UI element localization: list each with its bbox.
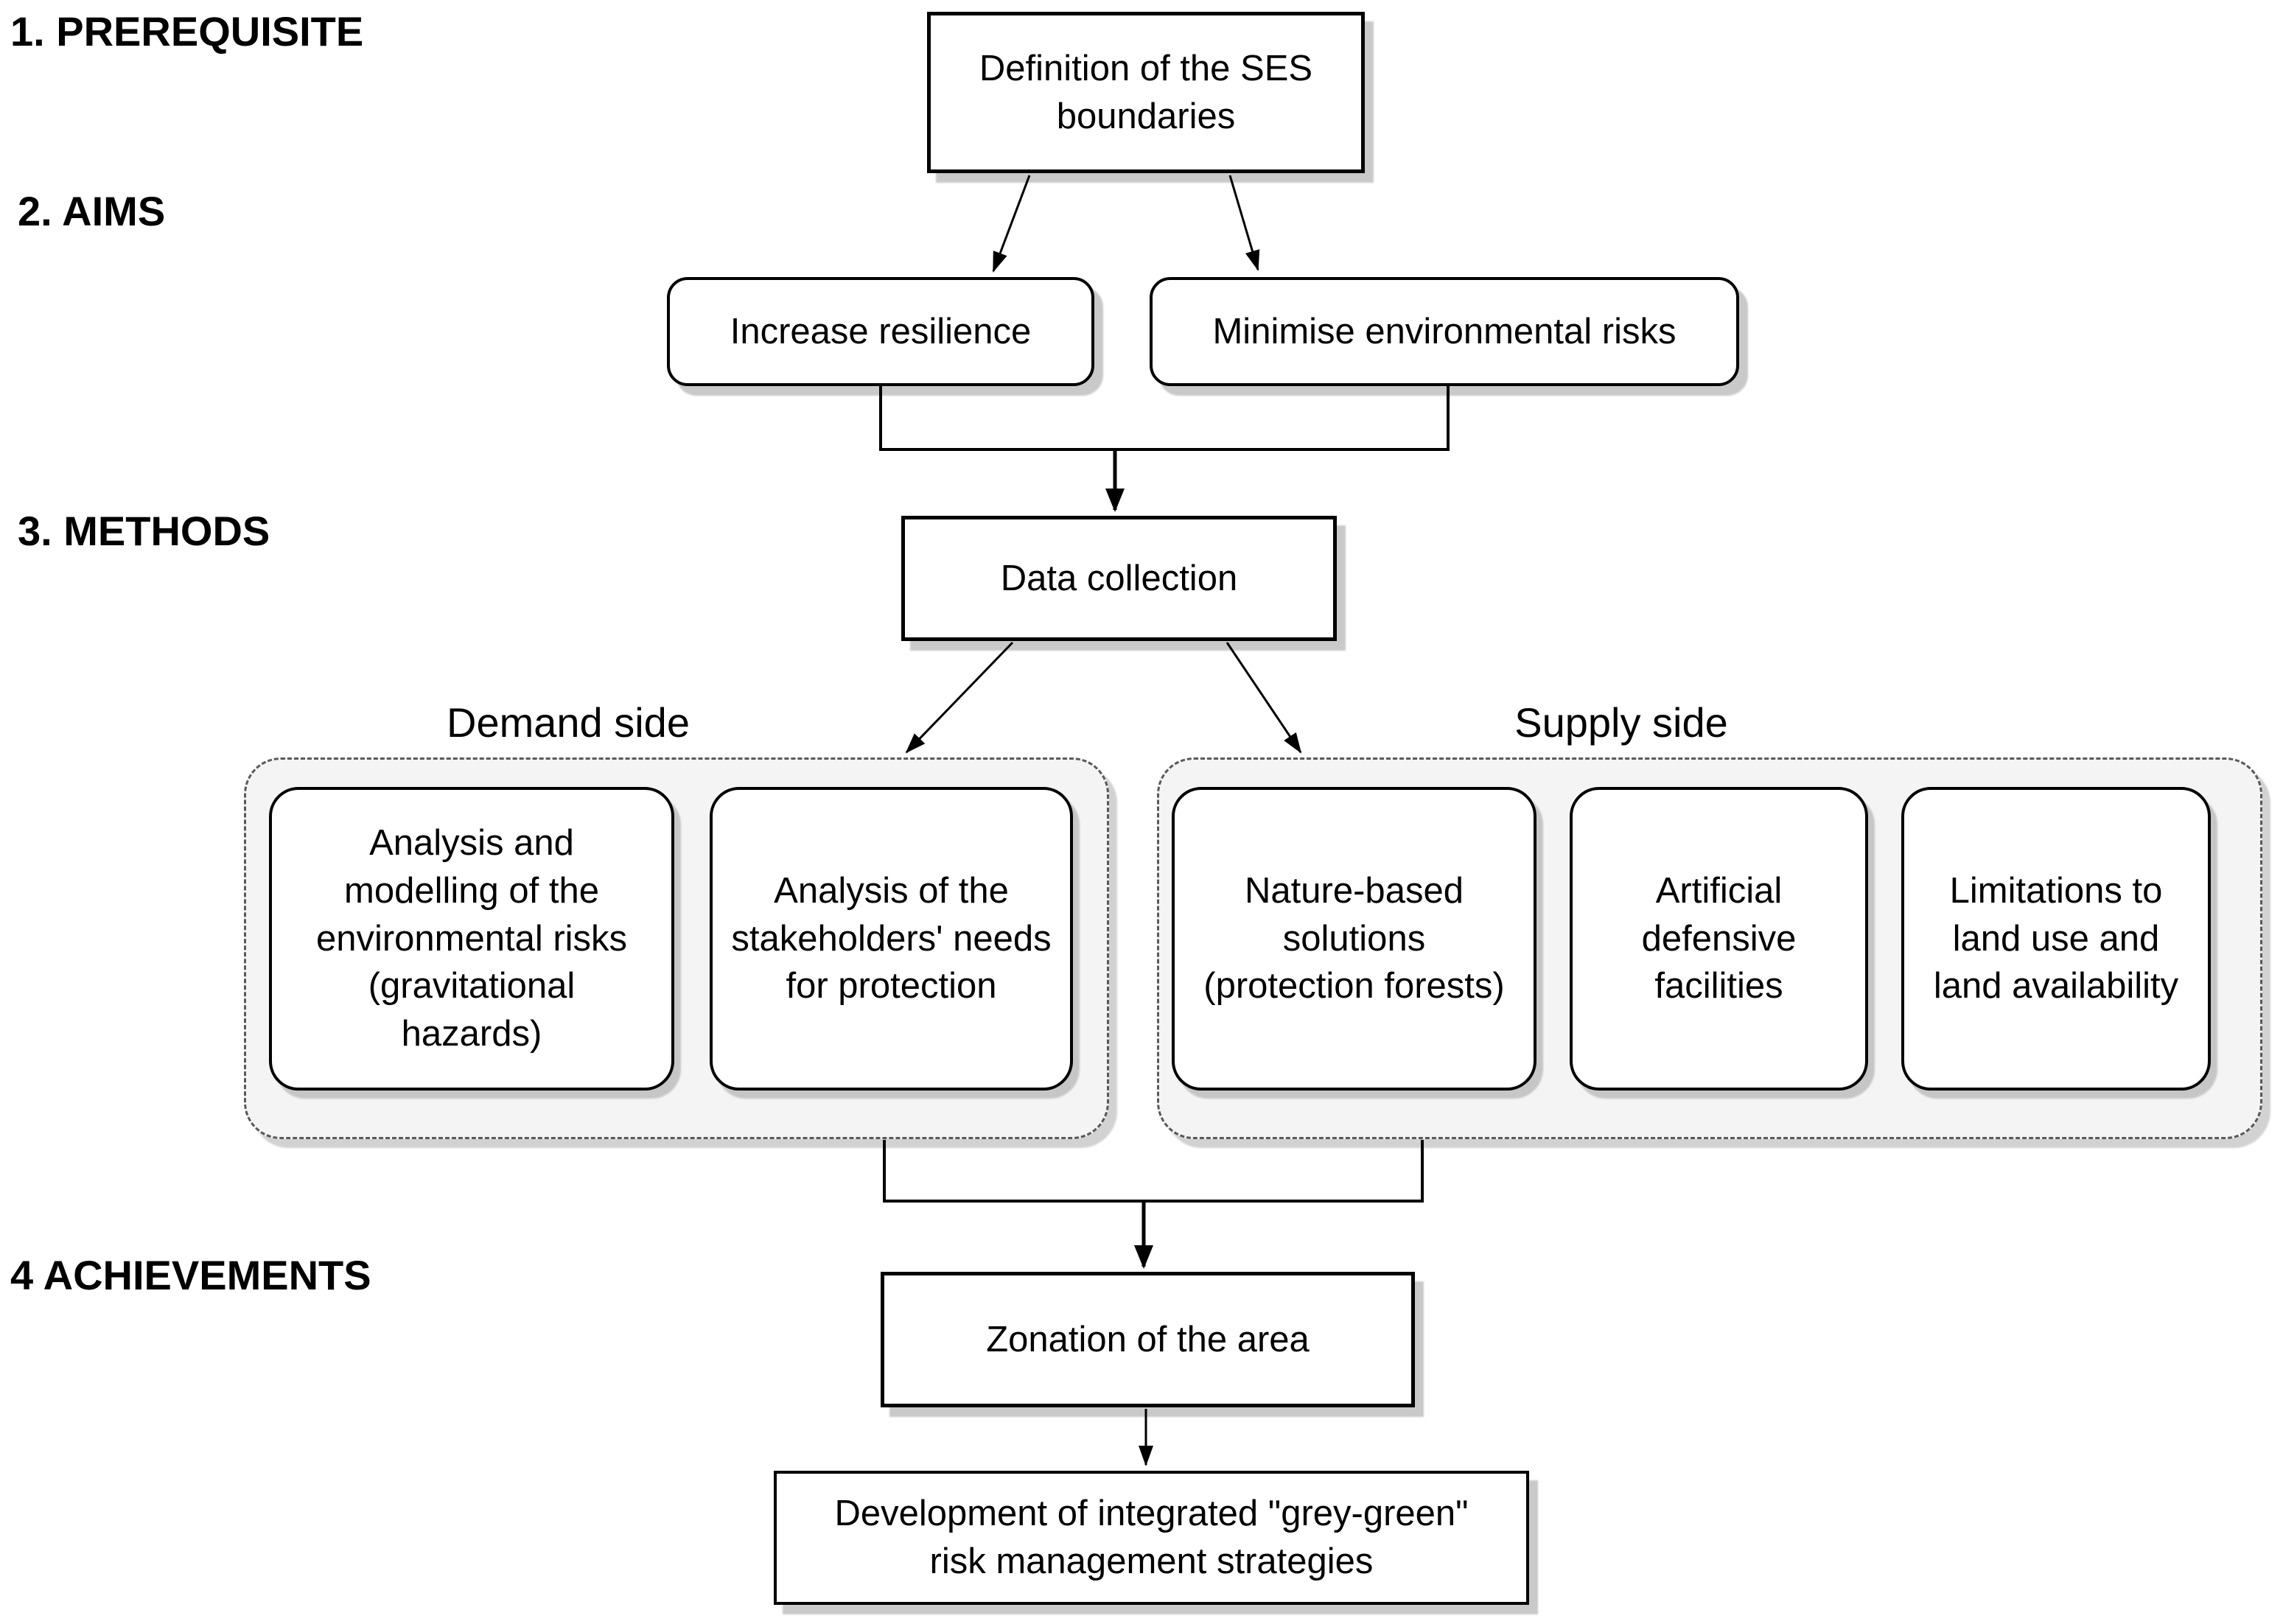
edge-groups-merge: [883, 1140, 1424, 1203]
node-definition-ses-boundaries: Definition of the SES boundaries: [927, 12, 1365, 173]
node-analysis-modelling-risks: Analysis and modelling of the environmen…: [269, 787, 674, 1091]
edge-ses-to-minimise: [1228, 175, 1260, 271]
node-stakeholders-needs: Analysis of the stakeholders' needs for …: [710, 787, 1073, 1091]
supply-side-label: Supply side: [1514, 699, 1728, 746]
node-grey-green-strategies: Development of integrated "grey-green" r…: [774, 1471, 1529, 1605]
node-nature-based-solutions: Nature-based solutions (protection fores…: [1172, 787, 1536, 1091]
node-increase-resilience: Increase resilience: [667, 277, 1094, 386]
section-label-achievements: 4 ACHIEVEMENTS: [10, 1252, 371, 1298]
edge-data-to-supply: [1226, 642, 1302, 754]
node-artificial-defensive-facilities: Artificial defensive facilities: [1570, 787, 1868, 1091]
edge-ses-to-increase: [992, 175, 1031, 273]
edge-aims-merge: [879, 385, 1450, 451]
edge-data-to-demand: [905, 641, 1014, 754]
section-label-aims: 2. AIMS: [18, 188, 166, 234]
section-label-prerequisite: 1. PREREQUISITE: [10, 8, 364, 55]
node-minimise-environmental-risks: Minimise environmental risks: [1150, 277, 1739, 386]
section-label-methods: 3. METHODS: [18, 508, 270, 554]
node-zonation-of-area: Zonation of the area: [881, 1272, 1415, 1407]
node-data-collection: Data collection: [901, 516, 1337, 641]
demand-side-label: Demand side: [447, 699, 690, 746]
node-limitations-land-use: Limitations to land use and land availab…: [1901, 787, 2211, 1091]
